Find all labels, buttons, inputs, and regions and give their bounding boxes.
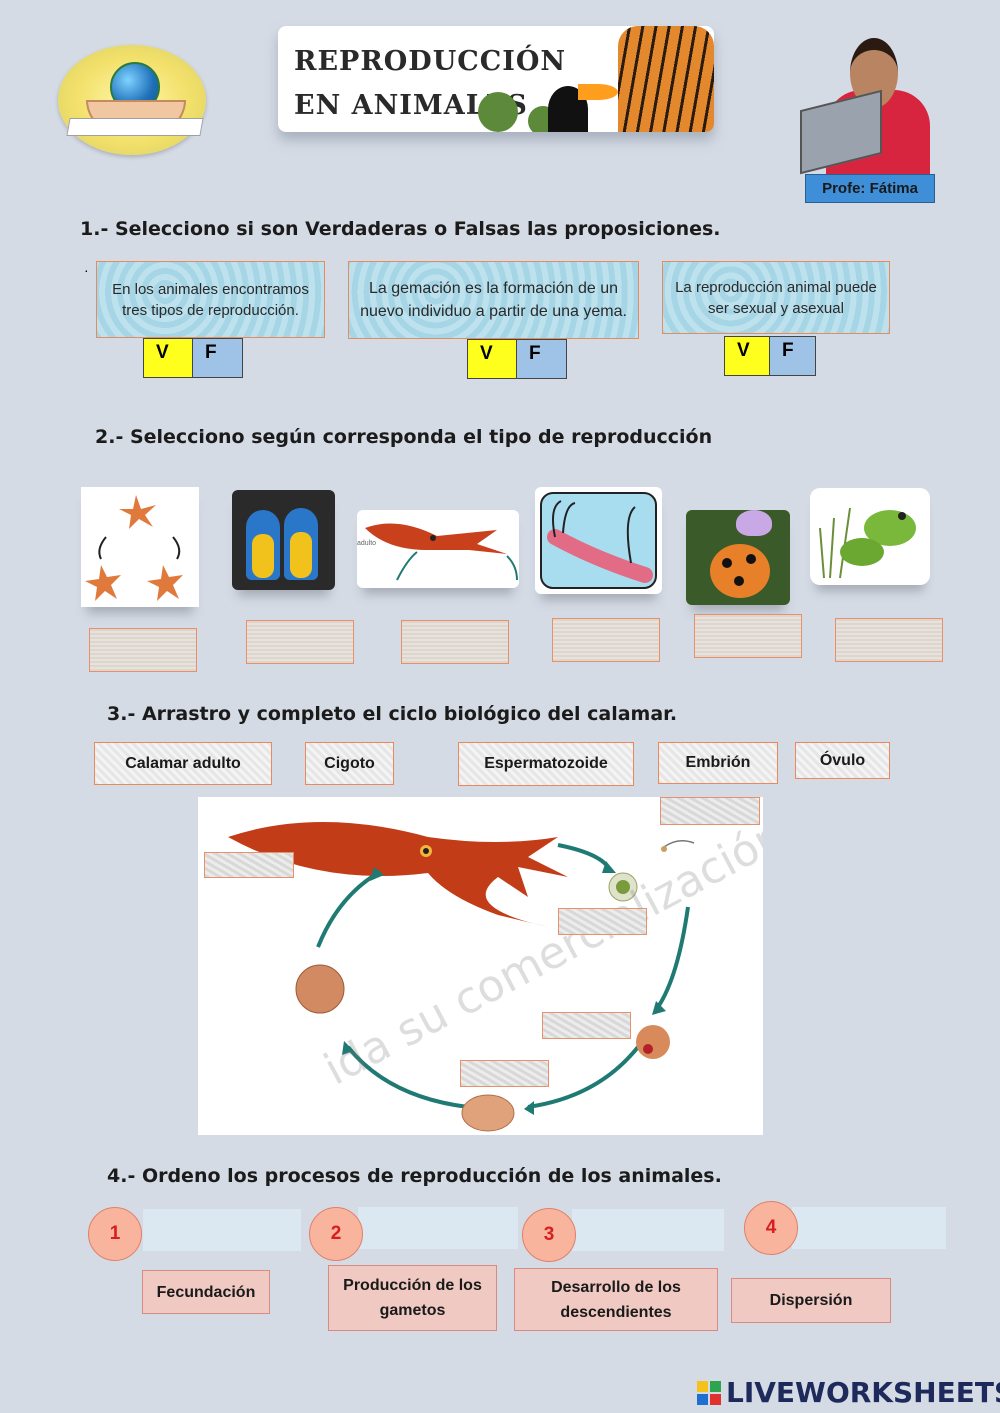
starfish-image	[81, 487, 199, 607]
macaws-image	[232, 490, 335, 590]
tiger-icon	[618, 26, 714, 132]
order-slot-4[interactable]	[792, 1207, 946, 1249]
toucan-beak	[578, 84, 618, 100]
brand-logo: LIVEWORKSHEETS	[726, 1376, 1000, 1409]
order-slot-2[interactable]	[358, 1207, 518, 1249]
teacher-photo	[800, 38, 940, 188]
number-badge-2: 2	[309, 1207, 363, 1261]
answer-box-4[interactable]	[552, 618, 660, 662]
drop-zone-5[interactable]	[460, 1060, 549, 1087]
true-button[interactable]: V	[725, 337, 770, 375]
logo-ribbon	[66, 118, 204, 136]
order-slot-1[interactable]	[143, 1209, 301, 1251]
chip-embrion[interactable]: Embrión	[658, 742, 778, 784]
answer-box-5[interactable]	[694, 614, 802, 658]
order-slot-3[interactable]	[572, 1209, 724, 1251]
squid-life-cycle-diagram: ida su comercialización	[198, 797, 763, 1135]
vf-selector-3: V F	[724, 336, 816, 376]
answer-box-1[interactable]	[89, 628, 197, 672]
ladybug-image	[686, 510, 790, 605]
squid-image: adulto	[357, 510, 519, 588]
section1-heading: 1.- Selecciono si son Verdaderas o Falsa…	[80, 218, 721, 240]
drop-zone-4[interactable]	[542, 1012, 631, 1039]
number-badge-4: 4	[744, 1201, 798, 1255]
option-produccion-gametos[interactable]: Producción de los gametos	[328, 1265, 497, 1331]
proposition-3: La reproducción animal puede ser sexual …	[662, 261, 890, 334]
drop-zone-2[interactable]	[204, 852, 294, 878]
false-button[interactable]: F	[193, 339, 242, 377]
section3-heading: 3.- Arrastro y completo el ciclo biológi…	[107, 703, 678, 725]
chip-ovulo[interactable]: Óvulo	[795, 742, 890, 779]
answer-box-3[interactable]	[401, 620, 509, 664]
number-badge-3: 3	[522, 1208, 576, 1262]
vf-selector-2: V F	[467, 339, 567, 379]
number-badge-1: 1	[88, 1207, 142, 1261]
option-dispersion[interactable]: Dispersión	[731, 1278, 891, 1323]
bullet: ·	[84, 262, 89, 278]
liveworksheets-icon	[697, 1381, 721, 1405]
section2-heading: 2.- Selecciono según corresponda el tipo…	[95, 426, 713, 448]
proposition-1: En los animales encontramos tres tipos d…	[96, 261, 325, 338]
option-fecundacion[interactable]: Fecundación	[142, 1270, 270, 1314]
section4-heading: 4.- Ordeno los procesos de reproducción …	[107, 1165, 722, 1187]
tree-icon	[478, 92, 518, 132]
answer-box-2[interactable]	[246, 620, 354, 664]
true-button[interactable]: V	[144, 339, 193, 377]
frogs-image	[810, 488, 930, 585]
page-title: REPRODUCCIÓN EN ANIMALES	[294, 46, 567, 121]
teacher-label: Profe: Fátima	[805, 174, 935, 203]
hydra-image	[535, 487, 662, 594]
false-button[interactable]: F	[770, 337, 815, 375]
false-button[interactable]: F	[517, 340, 566, 378]
chip-espermatozoide[interactable]: Espermatozoide	[458, 742, 634, 786]
drop-zone-3[interactable]	[558, 908, 647, 935]
chip-cigoto[interactable]: Cigoto	[305, 742, 394, 785]
title-banner: REPRODUCCIÓN EN ANIMALES	[278, 26, 714, 132]
true-button[interactable]: V	[468, 340, 517, 378]
chip-calamar-adulto[interactable]: Calamar adulto	[94, 742, 272, 785]
drop-zone-1[interactable]	[660, 797, 760, 825]
option-desarrollo-descendientes[interactable]: Desarrollo de los descendientes	[514, 1268, 718, 1331]
proposition-2: La gemación es la formación de un nuevo …	[348, 261, 639, 339]
vf-selector-1: V F	[143, 338, 243, 378]
answer-box-6[interactable]	[835, 618, 943, 662]
